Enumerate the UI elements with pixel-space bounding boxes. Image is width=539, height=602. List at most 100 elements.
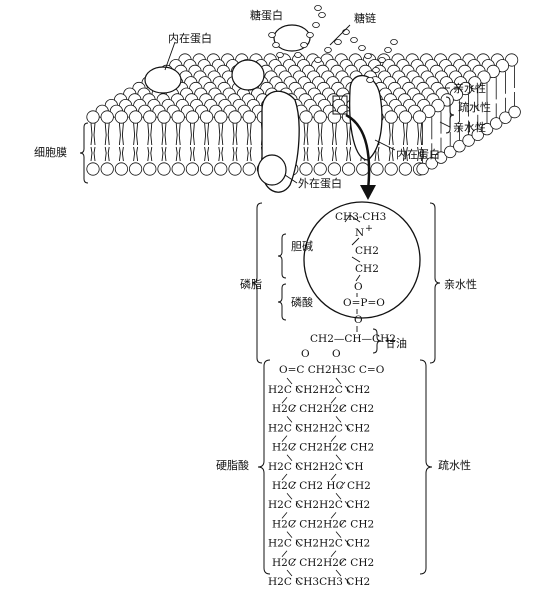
leader-lines — [164, 24, 451, 184]
chain-row: H2C CH2H2C CH2 — [268, 499, 370, 511]
chain-row: H2C CH3CH3 CH2 — [268, 576, 370, 588]
lipid-tail-pair — [303, 122, 309, 162]
nitrogen-charge: + — [365, 223, 373, 234]
sugar-bead — [384, 47, 392, 54]
sugar-bead — [366, 77, 374, 84]
label-glycoprotein: 糖蛋白 — [250, 8, 283, 22]
label-hydrophilic-head: 亲水性 — [444, 277, 477, 291]
lipid-head-top — [384, 110, 398, 124]
sugar-chains — [268, 5, 398, 84]
lipid-head-bottom-side — [416, 162, 429, 176]
lipid-head-bottom — [384, 162, 398, 176]
lipid-head-bottom — [114, 162, 129, 176]
choline-ch2-b: CH2 — [355, 263, 379, 275]
lipid-head-bottom — [327, 162, 341, 176]
choline-ch2-a: CH2 — [355, 245, 379, 257]
glycerol-o-right: O — [332, 348, 341, 360]
label-phospholipid: 磷脂 — [240, 277, 262, 291]
lipid-tail-pair — [90, 122, 96, 162]
choline-methyls: CH3-CH3 — [335, 211, 386, 223]
sugar-bead — [294, 52, 302, 59]
lipid-head-top — [228, 110, 242, 124]
zoom-region-box — [332, 95, 348, 115]
lipid-head-top — [143, 110, 157, 124]
lipid-head-bottom — [341, 162, 356, 176]
lipid-head-top — [86, 110, 100, 124]
chain-row: H2C CH2H2C CH2 — [268, 538, 370, 550]
lipid-head-bottom — [214, 162, 228, 176]
lipid-head-bottom-side — [453, 139, 466, 153]
head-group-circle — [303, 201, 421, 319]
lipid-head-bottom — [143, 162, 157, 176]
lipid-head-bottom — [356, 162, 370, 176]
label-choline: 胆碱 — [291, 240, 313, 253]
sugar-bead — [312, 21, 320, 28]
lipid-tail-pair — [388, 122, 394, 162]
lipid-head-top — [114, 110, 129, 124]
phosphate-o-link1: O — [354, 281, 363, 293]
chain-bonds — [281, 377, 351, 585]
lipid-tail-pair — [204, 122, 210, 162]
lipid-tail-pair — [346, 122, 352, 162]
lipid-head-bottom — [242, 162, 256, 176]
lipid-head-bottom-side — [471, 128, 485, 142]
label-hydrophobic-tail: 疏水性 — [438, 458, 471, 472]
lipid-head-top — [398, 110, 412, 124]
glycerol-o-left: O — [301, 348, 310, 360]
lipid-head-bottom — [185, 162, 199, 176]
membrane-braces — [79, 96, 455, 184]
sugar-bead — [318, 11, 326, 18]
lipid-tail-pair — [232, 122, 238, 162]
lipid-tail-pair — [133, 122, 139, 162]
lipid-head-top — [100, 110, 114, 124]
label-hydrophilic-bottom: 亲水性 — [453, 120, 486, 134]
chain-row: H2C CH2H2C CH2 — [272, 518, 374, 530]
lipid-tail-pair — [246, 122, 252, 162]
lipid-head-top — [129, 110, 143, 124]
label-stearic-acid: 硬脂酸 — [216, 458, 249, 472]
glycerol-backbone: CH2—CH—CH2 — [310, 333, 396, 345]
lipid-head-bottom — [313, 162, 327, 176]
sugar-bead — [334, 39, 342, 46]
label-sugar-chain: 糖链 — [354, 11, 376, 25]
nitrogen-atom: N — [355, 227, 364, 239]
lipid-head-top — [299, 110, 313, 124]
lipid-head-bottom-side — [508, 105, 521, 119]
lipid-head-top — [242, 110, 256, 124]
sugar-bead — [350, 37, 358, 44]
phospholipid-molecule: CH3-CH3 N + CH2 CH2 O O=P=O O CH2—CH—CH2… — [268, 201, 421, 588]
lipid-tail-pair — [317, 122, 323, 162]
label-hydrophilic-top: 亲水性 — [453, 81, 486, 95]
lipid-head-bottom — [129, 162, 143, 176]
lipid-head-bottom-side — [490, 117, 503, 130]
chain-row: H2C CH2H2C CH2 — [272, 442, 374, 454]
lipid-head-bottom-side — [434, 151, 448, 164]
head-bonds — [344, 214, 361, 332]
lipid-head-bottom-side — [499, 111, 512, 124]
chain-row: H2C CH2H2C CH2 — [272, 557, 374, 569]
sugar-bead — [268, 32, 276, 39]
sugar-bead — [390, 39, 398, 46]
peripheral-protein — [257, 154, 287, 186]
lipid-head-bottom-side — [480, 122, 494, 136]
phosphate-o-link2: O — [354, 314, 363, 326]
lipid-head-top — [157, 110, 171, 124]
ester-row: O=C CH2H3C C=O — [279, 364, 385, 376]
proteins — [144, 24, 383, 193]
sugar-bead — [324, 47, 332, 54]
lipid-head-top — [327, 110, 341, 124]
lipid-tail-pair — [147, 122, 153, 162]
lipid-head-top — [185, 110, 199, 124]
chain-row: H2C CH2H2C CH2 — [272, 403, 374, 415]
chain-row: H2C CH2H2C CH2 — [268, 384, 370, 396]
lipid-tail-pair — [417, 122, 423, 162]
integral-protein-right — [349, 74, 383, 161]
lipid-tail-pair — [118, 122, 124, 162]
sugar-bead — [358, 45, 366, 52]
molecule-braces — [251, 202, 441, 575]
lipid-tail-pair — [161, 122, 167, 162]
lipid-head-bottom — [398, 162, 412, 176]
lipid-head-bottom — [100, 162, 114, 176]
lipid-head-top — [214, 110, 228, 124]
lipid-tail-pair — [402, 122, 408, 162]
